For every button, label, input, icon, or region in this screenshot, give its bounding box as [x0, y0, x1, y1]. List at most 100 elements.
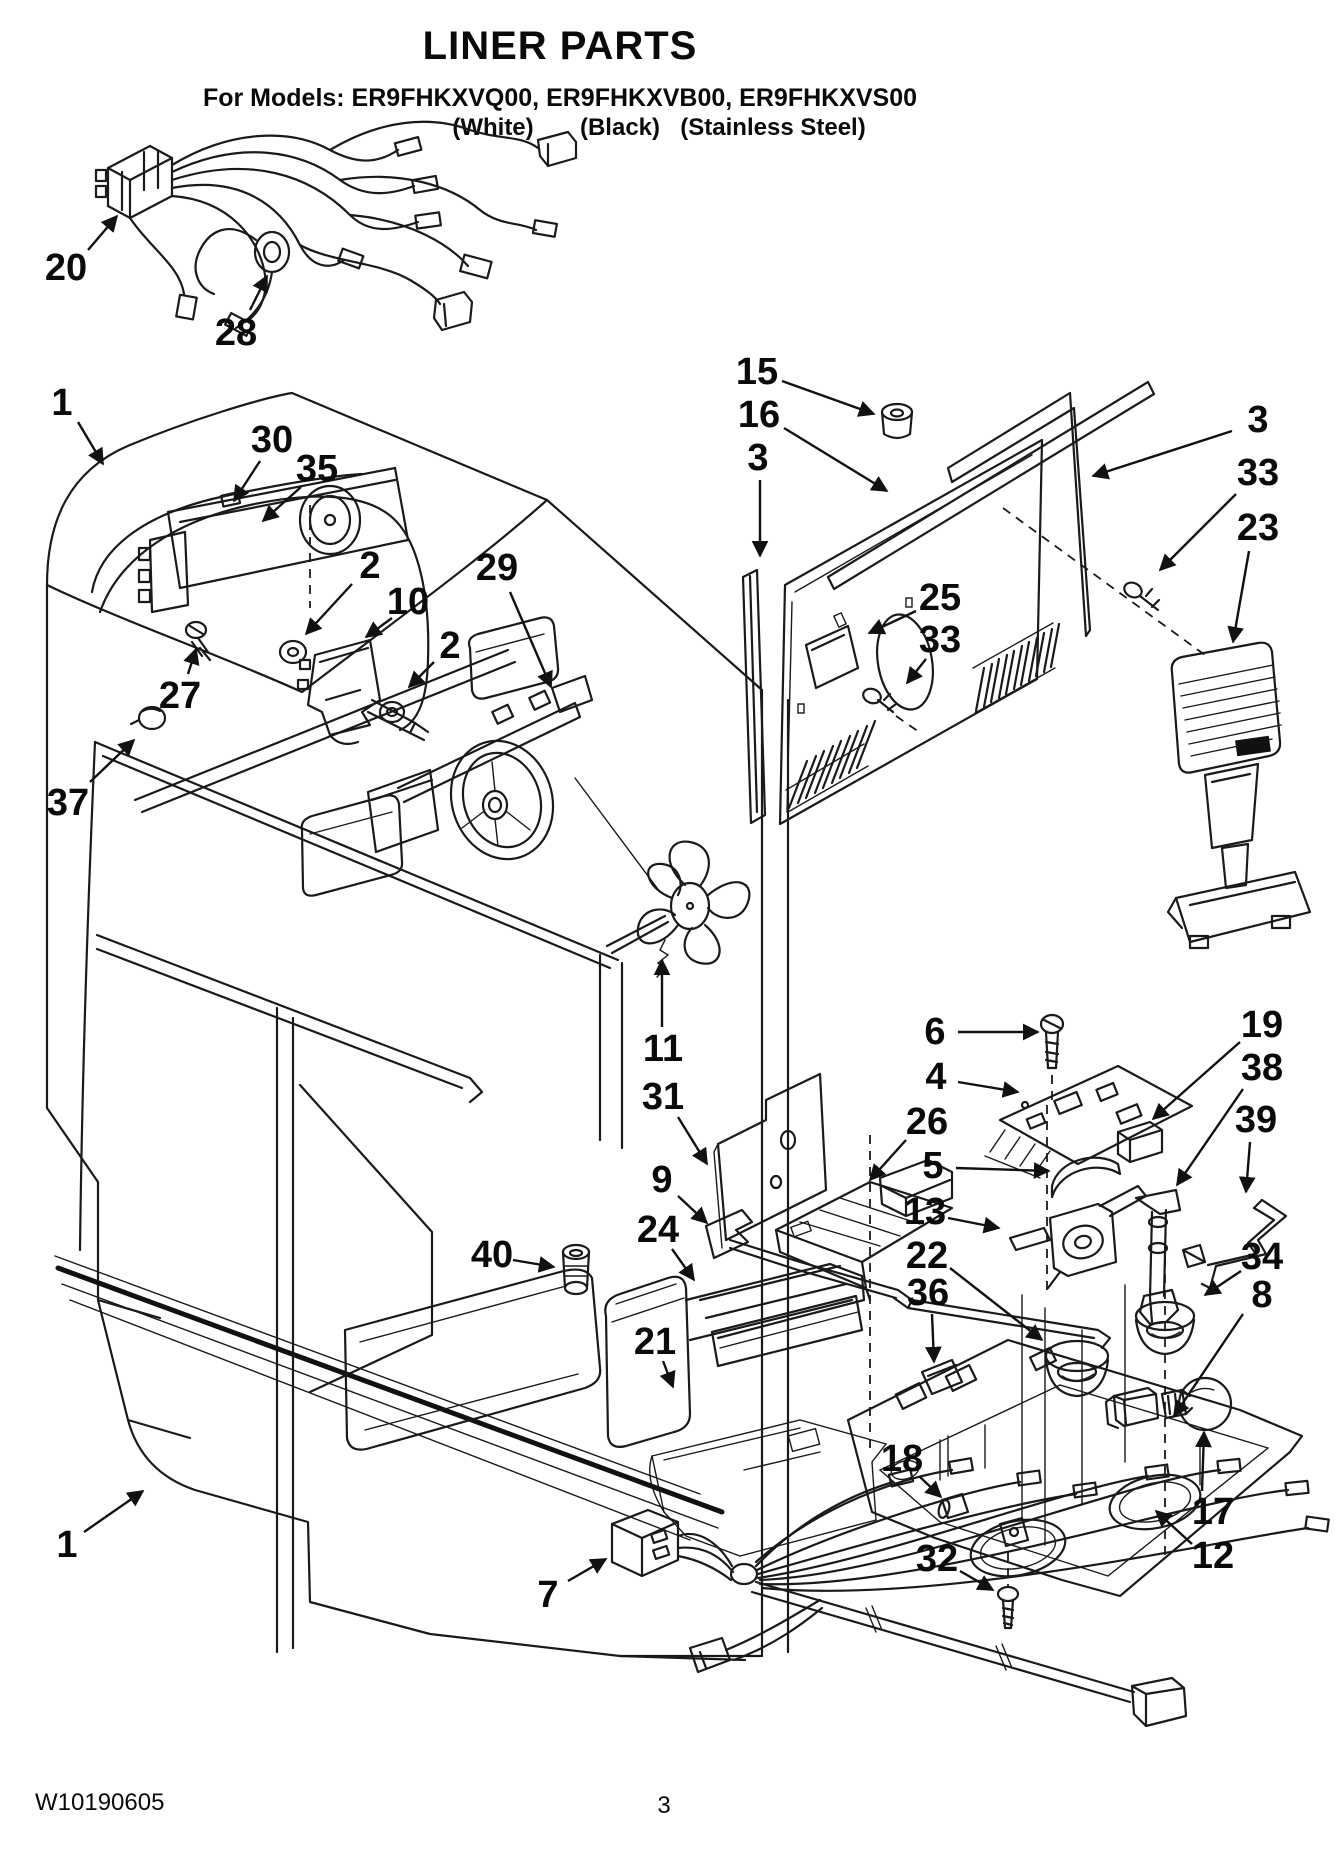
- clip-block: [1181, 1243, 1207, 1269]
- wire-harness-bottom: [610, 1457, 1330, 1728]
- leader-arrow: [407, 661, 435, 689]
- callout-15-11: 15: [736, 351, 876, 417]
- leader-arrow: [1203, 1270, 1242, 1296]
- leader-arrow: [867, 609, 917, 635]
- leader-arrow: [1173, 1313, 1244, 1418]
- callout-7-40: 7: [537, 1557, 608, 1616]
- callout-27-9: 27: [159, 647, 201, 717]
- callout-31-20: 31: [642, 1076, 709, 1166]
- callout-number: 22: [906, 1235, 948, 1277]
- callout-number: 26: [906, 1101, 948, 1143]
- gasket-frame: [946, 391, 1206, 656]
- callout-number: 5: [922, 1145, 943, 1187]
- callout-28-1: 28: [215, 274, 269, 354]
- leader-arrow: [1091, 429, 1233, 480]
- callout-number: 32: [916, 1538, 958, 1580]
- control-housing: [129, 466, 560, 745]
- callout-number: 20: [45, 247, 87, 289]
- callout-40-41: 40: [471, 1234, 556, 1276]
- callout-11-19: 11: [643, 958, 683, 1070]
- callout-number: 34: [1241, 1236, 1283, 1278]
- callout-number: 3: [747, 437, 768, 479]
- callout-38-32: 38: [1176, 1047, 1283, 1187]
- leader-arrow: [947, 1216, 1001, 1234]
- leader-arrow: [676, 1116, 709, 1166]
- callout-21-23: 21: [634, 1321, 676, 1389]
- leader-arrow: [1195, 1430, 1212, 1492]
- callout-13-28: 13: [904, 1191, 1001, 1234]
- control-board-4: [984, 1064, 1194, 1179]
- callout-33-15: 33: [905, 619, 961, 685]
- leader-arrow: [87, 214, 119, 251]
- callout-number: 9: [651, 1159, 672, 1201]
- callout-number: 37: [47, 782, 89, 824]
- callout-number: 25: [919, 577, 961, 619]
- leader-arrow: [89, 738, 136, 783]
- leader-arrow: [261, 486, 302, 523]
- leader-arrow: [364, 617, 393, 638]
- callout-35-4: 35: [261, 448, 338, 523]
- screw-27: [184, 620, 212, 662]
- callout-number: 16: [738, 394, 780, 436]
- fan-shroud-assembly: [300, 674, 661, 897]
- color-label-stainless: (Stainless Steel): [680, 114, 866, 141]
- color-label-black: (Black): [579, 114, 661, 141]
- callout-37-10: 37: [47, 738, 136, 824]
- baffle-plate: [713, 1072, 828, 1249]
- callout-25-14: 25: [867, 577, 961, 635]
- callout-9-21: 9: [651, 1159, 709, 1225]
- leader-arrow: [1158, 493, 1237, 572]
- callout-number: 28: [215, 312, 257, 354]
- air-duct: [604, 1262, 866, 1448]
- screw-6: [1039, 1013, 1065, 1102]
- callout-17-36: 17: [1192, 1430, 1234, 1533]
- wire-harness-top: [94, 120, 578, 337]
- callout-number: 6: [924, 1011, 945, 1053]
- plug-button-37: [129, 705, 167, 731]
- leader-arrow: [1151, 1041, 1241, 1121]
- callout-number: 39: [1235, 1099, 1277, 1141]
- leader-arrow: [83, 1490, 145, 1533]
- callout-1-2: 1: [51, 382, 105, 466]
- callout-3-13: 3: [747, 437, 769, 558]
- callout-2-7: 2: [407, 625, 461, 689]
- leader-arrow: [183, 647, 200, 675]
- leader-arrow: [677, 1195, 709, 1225]
- callout-number: 15: [736, 351, 778, 393]
- screw-33-panel: [862, 687, 923, 735]
- leader-arrow: [232, 460, 262, 503]
- callout-number: 17: [1192, 1491, 1234, 1533]
- leader-arrow: [304, 583, 353, 636]
- bracket-13: [1008, 1184, 1148, 1290]
- callout-number: 27: [159, 675, 201, 717]
- document-number: W10190605: [35, 1789, 165, 1816]
- heater-clip-rod: [704, 1208, 1112, 1350]
- callout-29-8: 29: [476, 547, 553, 689]
- callout-number: 1: [56, 1524, 77, 1566]
- defrost-module: [774, 1158, 954, 1302]
- leader-arrow: [949, 1267, 1044, 1342]
- callout-10-6: 10: [364, 581, 429, 638]
- callout-number: 30: [251, 419, 293, 461]
- callout-8-35: 8: [1173, 1274, 1273, 1418]
- callout-number: 7: [537, 1574, 558, 1616]
- leader-arrow: [783, 426, 889, 493]
- cap-nut-15: [880, 402, 914, 440]
- bowl-22: [1044, 1339, 1110, 1398]
- callout-18-38: 18: [881, 1438, 943, 1499]
- leader-arrow: [924, 1313, 942, 1364]
- evaporator-cover-panel: [741, 380, 1156, 826]
- callout-34-34: 34: [1203, 1236, 1283, 1296]
- leader-arrow: [76, 421, 105, 466]
- leader-arrow: [567, 1557, 608, 1583]
- leader-arrow: [248, 274, 269, 311]
- screw-33-frame: [1123, 581, 1161, 612]
- callout-36-30: 36: [907, 1272, 949, 1364]
- callout-number: 13: [904, 1191, 946, 1233]
- relay-19: [1116, 1120, 1164, 1164]
- callout-39-33: 39: [1235, 1099, 1277, 1194]
- callout-number: 29: [476, 547, 518, 589]
- leader-arrow: [671, 1248, 695, 1282]
- callout-26-24: 26: [868, 1101, 948, 1182]
